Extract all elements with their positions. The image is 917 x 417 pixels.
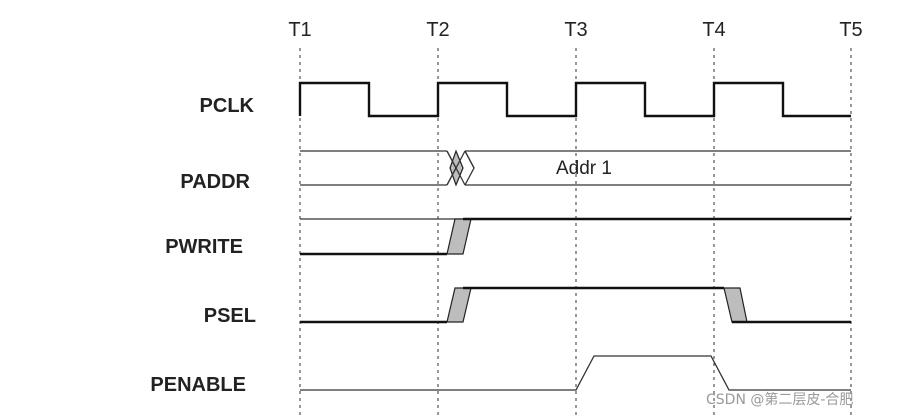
time-marker-t3: T3: [564, 19, 587, 41]
psel-rise-transition: [446, 287, 472, 323]
time-marker-t4: T4: [702, 19, 725, 41]
signal-label-penable: PENABLE: [150, 374, 246, 396]
psel-fall-transition: [723, 287, 748, 323]
time-marker-t2: T2: [426, 19, 449, 41]
watermark: CSDN @第二层皮-合肥: [706, 391, 853, 408]
time-grid: [299, 48, 852, 417]
time-marker-t1: T1: [288, 19, 311, 41]
paddr-waveform: [300, 149, 851, 187]
psel-waveform: [300, 286, 851, 324]
time-marker-t5: T5: [839, 19, 862, 41]
penable-waveform: [300, 355, 851, 391]
pwrite-transition: [446, 218, 472, 255]
pwrite-waveform: [300, 217, 851, 256]
pclk-waveform: [298, 81, 851, 118]
signal-label-psel: PSEL: [204, 305, 256, 327]
paddr-value-label: Addr 1: [556, 158, 612, 179]
signal-label-pclk: PCLK: [200, 95, 255, 117]
signal-label-pwrite: PWRITE: [165, 236, 243, 258]
signal-label-paddr: PADDR: [180, 171, 250, 193]
